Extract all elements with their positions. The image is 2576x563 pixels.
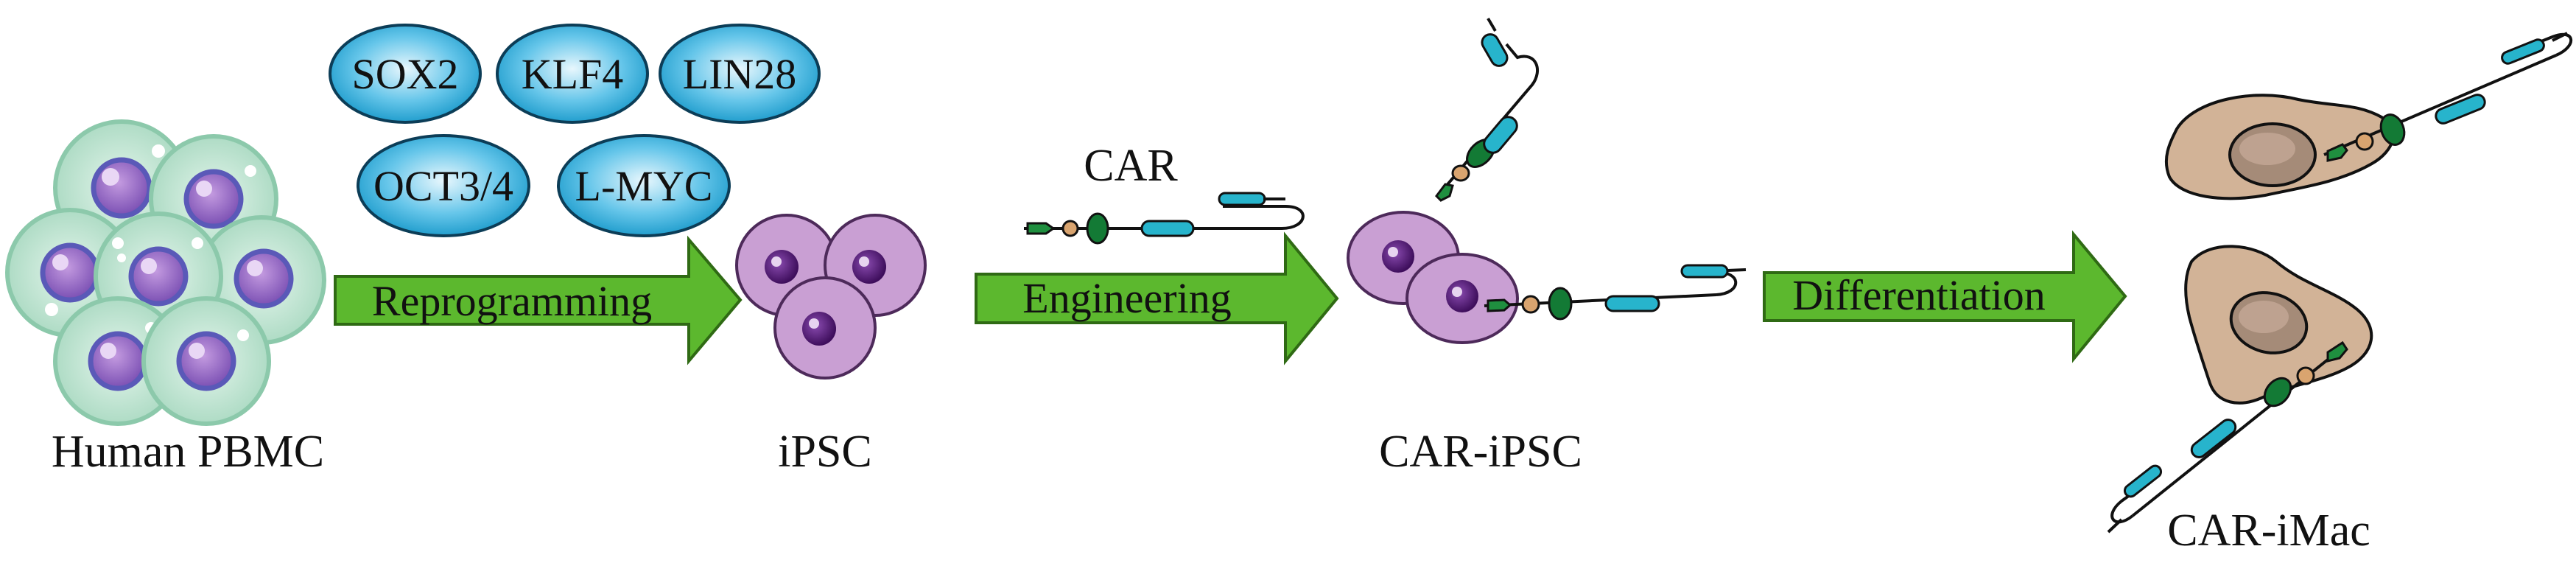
ipsc-cell — [773, 276, 877, 380]
differentiation-label: Differentiation — [1792, 271, 2046, 319]
pbmc-cell — [141, 296, 271, 426]
car-ipsc-cluster — [1347, 211, 1519, 344]
factor-lin28: LIN28 — [659, 24, 821, 124]
label-human-pbmc: Human PBMC — [52, 427, 324, 477]
car-imac-cell-top — [2164, 32, 2572, 200]
differentiation-arrow: Differentiation — [1763, 230, 2127, 363]
pbmc-cluster — [5, 119, 326, 426]
label-car-ipsc: CAR-iPSC — [1379, 427, 1582, 477]
factor-lmyc-label: L-MYC — [575, 162, 713, 210]
factor-klf4-label: KLF4 — [522, 50, 624, 98]
engineering-arrow: Engineering — [975, 231, 1339, 366]
factor-sox2-label: SOX2 — [351, 50, 458, 98]
factor-oct34: OCT3/4 — [357, 134, 530, 237]
ipsc-cluster — [735, 214, 927, 380]
label-car-imac: CAR-iMac — [2167, 506, 2370, 556]
reprogramming-label: Reprogramming — [372, 277, 652, 325]
factor-sox2: SOX2 — [329, 24, 482, 124]
car-ipsc-cell — [1405, 253, 1519, 344]
factor-klf4: KLF4 — [496, 24, 649, 124]
label-car: CAR — [1084, 141, 1178, 191]
factor-oct34-label: OCT3/4 — [373, 162, 513, 210]
car-ipsc-car-horizontal — [1484, 264, 1747, 321]
car-construct — [1024, 192, 1305, 245]
label-ipsc: iPSC — [778, 427, 872, 477]
reprogramming-arrow: Reprogramming — [334, 235, 743, 366]
factor-lmyc: L-MYC — [557, 134, 731, 237]
car-ipsc-car-vertical — [1435, 17, 1540, 202]
engineering-label: Engineering — [1022, 274, 1231, 322]
factor-lin28-label: LIN28 — [683, 50, 797, 98]
car-imac-cell-bottom — [2107, 245, 2373, 534]
